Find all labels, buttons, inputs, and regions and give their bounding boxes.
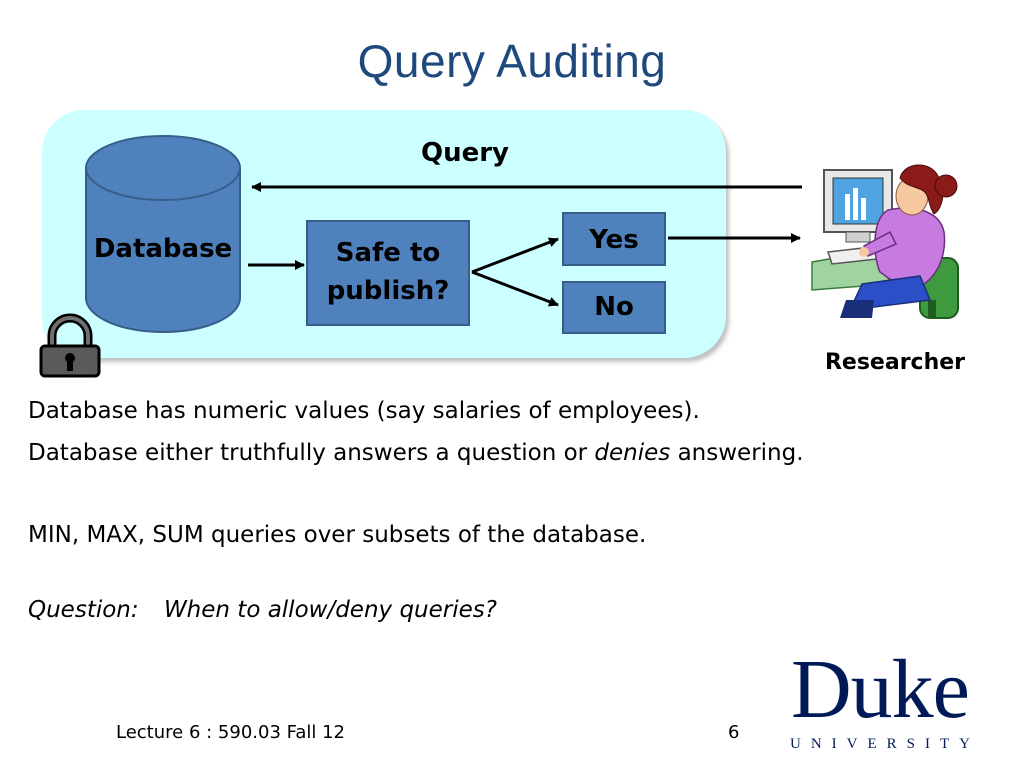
body-line-3: MIN, MAX, SUM queries over subsets of th…	[28, 522, 647, 548]
footer-page-number: 6	[728, 722, 740, 743]
database-cylinder-icon	[85, 135, 241, 333]
yes-label: Yes	[589, 225, 639, 255]
slide-title: Query Auditing	[357, 35, 667, 87]
database-label: Database	[93, 234, 233, 264]
safe-to-publish-label: Safe to publish?	[326, 238, 450, 306]
safe-to-publish-box: Safe to publish?	[306, 220, 470, 326]
decision-to-no-arrow	[471, 270, 559, 307]
denies-emphasis: denies	[594, 440, 671, 466]
body-line-2: Database either truthfully answers a que…	[28, 440, 804, 466]
no-box: No	[562, 281, 666, 334]
question-text: When to allow/deny queries?	[163, 597, 497, 623]
duke-logo-word: Duke	[791, 643, 970, 736]
padlock-icon	[39, 313, 101, 378]
yes-box: Yes	[562, 212, 666, 266]
duke-logo-subword: UNIVERSITY	[790, 736, 980, 752]
decision-to-yes-arrow	[471, 237, 559, 274]
body-line-1: Database has numeric values (say salarie…	[28, 398, 700, 424]
duke-logo: Duke UNIVERSITY	[764, 648, 996, 760]
researcher-at-computer-icon	[811, 164, 959, 319]
body-line-2-end: answering.	[670, 440, 804, 466]
question-label: Question:	[28, 597, 139, 623]
footer-lecture: Lecture 6 : 590.03 Fall 12	[116, 722, 345, 743]
body-line-2-start: Database either truthfully answers a que…	[28, 440, 595, 466]
question-line: Question: When to allow/deny queries?	[28, 597, 497, 623]
researcher-label: Researcher	[824, 350, 966, 375]
query-label: Query	[420, 138, 510, 168]
no-label: No	[594, 291, 634, 322]
